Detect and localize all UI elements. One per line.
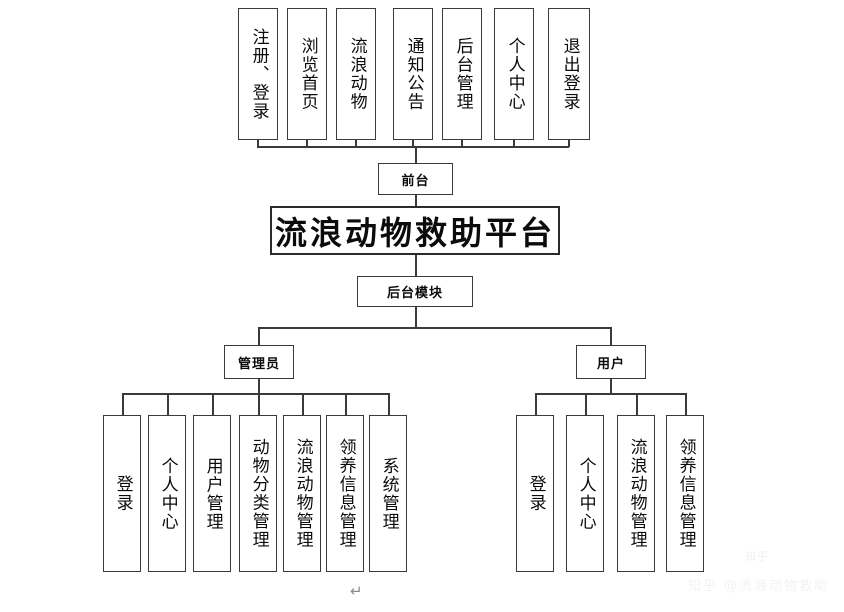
connector-role-bus (258, 327, 611, 329)
watermark-logo: 知乎 (745, 550, 769, 563)
frontend-box-register-login[interactable]: 注册、登录 (238, 8, 278, 140)
connector-admin-child-1 (122, 393, 124, 416)
connector-user-child-4 (685, 393, 687, 416)
paragraph-return-mark: ↵ (350, 582, 363, 600)
connector-admin-child-6 (345, 393, 347, 416)
connector-frontend-1 (257, 140, 259, 147)
connector-user-child-1 (535, 393, 537, 416)
connector-user-bus (535, 393, 686, 395)
connector-admin-child-4 (258, 393, 260, 416)
admin-box-stray-animal-management[interactable]: 流浪动物管理 (283, 415, 321, 572)
admin-box-login[interactable]: 登录 (103, 415, 141, 572)
connector-admin-child-3 (212, 393, 214, 416)
connector-title-to-backend (415, 255, 417, 276)
admin-box-personal-center[interactable]: 个人中心 (148, 415, 186, 572)
admin-role-node[interactable]: 管理员 (224, 345, 294, 379)
connector-bus-to-frontend-node (415, 146, 417, 164)
connector-bus-to-user (610, 327, 612, 346)
connector-admin-child-7 (388, 393, 390, 416)
connector-frontend-6 (513, 140, 515, 147)
admin-box-adoption-info-management[interactable]: 领养信息管理 (326, 415, 364, 572)
user-box-stray-animal-management[interactable]: 流浪动物管理 (617, 415, 655, 572)
connector-frontend-7 (568, 140, 570, 147)
watermark-text: 知乎 @流浪动物救助 (688, 579, 830, 594)
admin-box-system-management[interactable]: 系统管理 (369, 415, 407, 572)
connector-admin-down (258, 379, 260, 394)
backend-module-node[interactable]: 后台模块 (357, 276, 473, 307)
connector-frontend-4 (412, 140, 414, 147)
user-box-adoption-info-management[interactable]: 领养信息管理 (666, 415, 704, 572)
connector-frontend-5 (461, 140, 463, 147)
connector-frontend-2 (306, 140, 308, 147)
connector-admin-child-2 (167, 393, 169, 416)
user-box-login[interactable]: 登录 (516, 415, 554, 572)
connector-bus-to-admin (258, 327, 260, 346)
connector-frontend-bus (257, 146, 569, 148)
frontend-node[interactable]: 前台 (378, 163, 453, 195)
admin-box-user-management[interactable]: 用户管理 (193, 415, 231, 572)
connector-user-down (610, 379, 612, 394)
connector-user-child-2 (585, 393, 587, 416)
connector-user-child-3 (636, 393, 638, 416)
connector-backend-to-split (415, 307, 417, 328)
frontend-box-notice-announcement[interactable]: 通知公告 (393, 8, 433, 140)
frontend-box-personal-center[interactable]: 个人中心 (494, 8, 534, 140)
platform-title-node: 流浪动物救助平台 (270, 206, 560, 255)
admin-box-animal-category-management[interactable]: 动物分类管理 (239, 415, 277, 572)
connector-frontend-to-title (415, 195, 417, 206)
frontend-box-logout[interactable]: 退出登录 (548, 8, 590, 140)
user-box-personal-center[interactable]: 个人中心 (566, 415, 604, 572)
connector-admin-bus (122, 393, 389, 395)
connector-frontend-3 (355, 140, 357, 147)
frontend-box-stray-animals[interactable]: 流浪动物 (336, 8, 376, 140)
connector-admin-child-5 (302, 393, 304, 416)
frontend-box-browse-home[interactable]: 浏览首页 (287, 8, 327, 140)
user-role-node[interactable]: 用户 (576, 345, 646, 379)
frontend-box-backend-management[interactable]: 后台管理 (442, 8, 482, 140)
